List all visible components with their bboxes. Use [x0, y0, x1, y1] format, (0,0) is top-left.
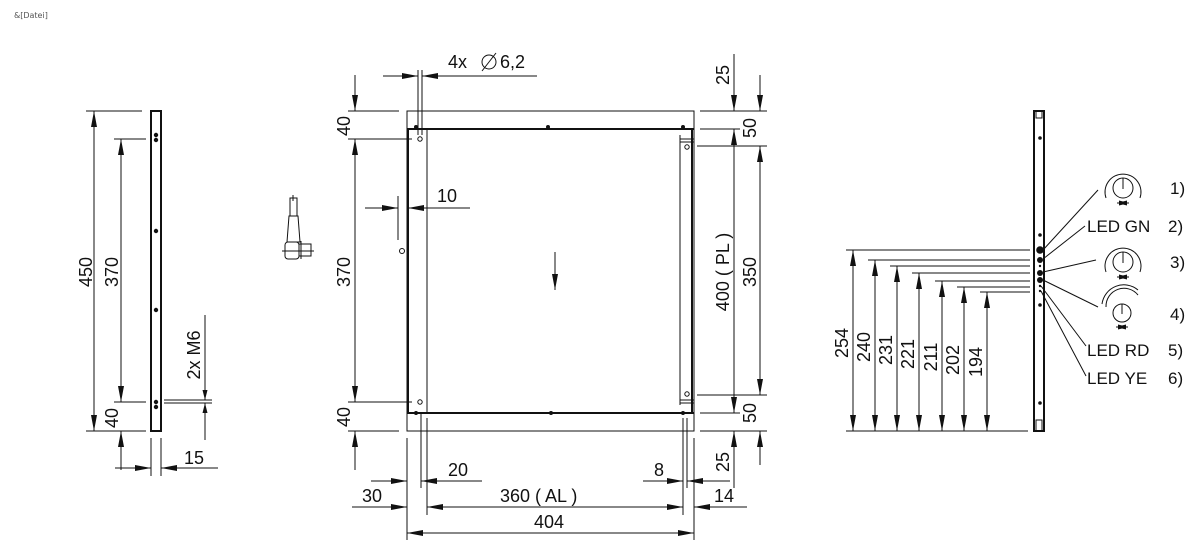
dim-10: 10 — [437, 186, 457, 206]
control-profile — [1033, 110, 1045, 432]
dim-8: 8 — [654, 460, 664, 480]
dim-4x: 4x — [448, 52, 467, 72]
potentiometer-icon — [1104, 247, 1142, 280]
dim-211: 211 — [921, 343, 941, 372]
callout-2-number: 2) — [1168, 217, 1183, 236]
dim-2x-m6: 2x M6 — [184, 330, 204, 379]
dim-14: 14 — [714, 486, 734, 506]
callout-1-number: 1) — [1170, 179, 1185, 198]
dim-194: 194 — [966, 347, 986, 377]
dim-bottom-40: 40 — [334, 407, 354, 427]
dim-top-50: 50 — [740, 118, 760, 138]
dim-202: 202 — [943, 345, 963, 375]
dim-bottom-50: 50 — [740, 403, 760, 423]
dim-20: 20 — [448, 460, 468, 480]
dim-30: 30 — [362, 486, 382, 506]
outer-frame — [406, 110, 695, 432]
dim-450: 450 — [76, 257, 96, 287]
dim-221: 221 — [898, 339, 918, 369]
potentiometer-icon — [1104, 173, 1142, 206]
callout-6-number: 6) — [1168, 369, 1183, 388]
dim-240: 240 — [854, 332, 874, 362]
callout-3-number: 3) — [1170, 253, 1185, 272]
dim-231: 231 — [876, 335, 896, 365]
dim-top-40: 40 — [334, 116, 354, 136]
dim-360-al: 360 ( AL ) — [500, 486, 577, 506]
led-gn-label: LED GN — [1087, 217, 1150, 236]
file-placeholder: &[Datei] — [14, 11, 48, 20]
control-view: 254 240 231 221 211 202 194 1) — [832, 110, 1185, 432]
dim-40: 40 — [102, 408, 122, 428]
front-view: 4x 6,2 40 370 40 10 20 30 — [334, 52, 767, 540]
diameter-icon — [481, 52, 497, 72]
dim-370-front: 370 — [334, 257, 354, 287]
connector-plug-icon — [282, 195, 314, 260]
dim-bottom-25: 25 — [713, 452, 733, 472]
dim-top-25: 25 — [713, 65, 733, 85]
dim-6-2: 6,2 — [500, 52, 525, 72]
dim-254: 254 — [832, 328, 852, 358]
dim-370: 370 — [102, 257, 122, 287]
led-rd-label: LED RD — [1087, 341, 1149, 360]
rotary-switch-icon — [1101, 284, 1139, 330]
side-profile — [150, 110, 162, 432]
dim-400-pl: 400 ( PL ) — [713, 233, 733, 311]
callout-4-number: 4) — [1170, 305, 1185, 324]
height-dimensions: 254 240 231 221 211 202 194 — [832, 250, 990, 431]
dim-350: 350 — [740, 257, 760, 287]
side-view: 450 370 40 2x M6 15 — [76, 110, 218, 476]
dim-15: 15 — [184, 448, 204, 468]
dim-404: 404 — [534, 512, 564, 532]
callout-5-number: 5) — [1168, 341, 1183, 360]
led-ye-label: LED YE — [1087, 369, 1147, 388]
